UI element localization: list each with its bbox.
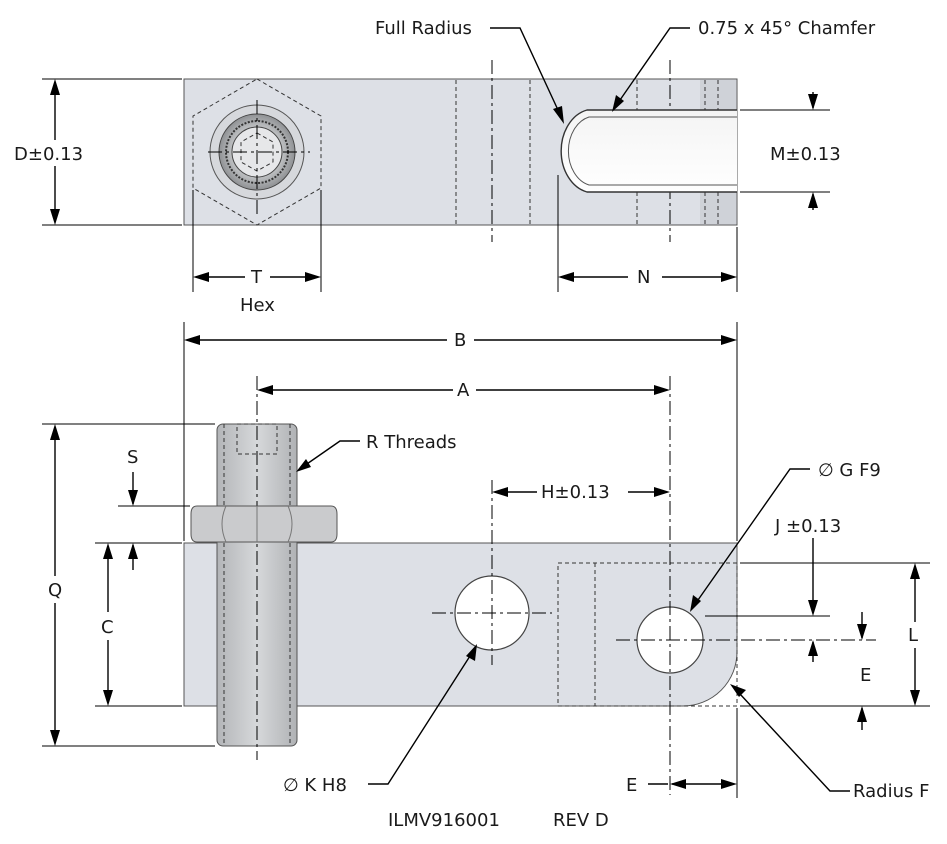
label-g: ∅ G F9 bbox=[818, 460, 881, 481]
label-d: D±0.13 bbox=[14, 144, 83, 165]
label-e-bottom: E bbox=[626, 775, 637, 796]
label-full-radius: Full Radius bbox=[375, 18, 472, 39]
label-b: B bbox=[454, 330, 466, 351]
slot bbox=[560, 109, 737, 193]
jam-nut bbox=[190, 505, 338, 543]
label-chamfer: 0.75 x 45° Chamfer bbox=[698, 18, 876, 39]
hex-outline bbox=[192, 78, 322, 226]
label-j: J ±0.13 bbox=[774, 516, 841, 537]
top-view: D±0.13 M±0.13 T Hex N Full Radius 0. bbox=[14, 18, 876, 316]
label-r-threads: R Threads bbox=[366, 432, 457, 453]
label-q: Q bbox=[48, 580, 62, 601]
label-radius-f: Radius F bbox=[853, 781, 929, 802]
label-e-right: E bbox=[860, 665, 871, 686]
slot-chamfer bbox=[567, 116, 737, 186]
label-t: T bbox=[250, 267, 263, 288]
label-s: S bbox=[127, 447, 138, 468]
label-k: ∅ K H8 bbox=[283, 775, 347, 796]
label-h: H±0.13 bbox=[541, 482, 610, 503]
label-c: C bbox=[101, 617, 114, 638]
label-m: M±0.13 bbox=[770, 144, 841, 165]
label-a: A bbox=[457, 380, 470, 401]
part-number: ILMV916001 bbox=[388, 810, 500, 831]
revision: REV D bbox=[553, 810, 609, 831]
label-l: L bbox=[908, 625, 918, 646]
label-n: N bbox=[637, 267, 650, 288]
front-view: B A R Threads S Q C bbox=[42, 322, 930, 802]
label-hex: Hex bbox=[240, 295, 275, 316]
